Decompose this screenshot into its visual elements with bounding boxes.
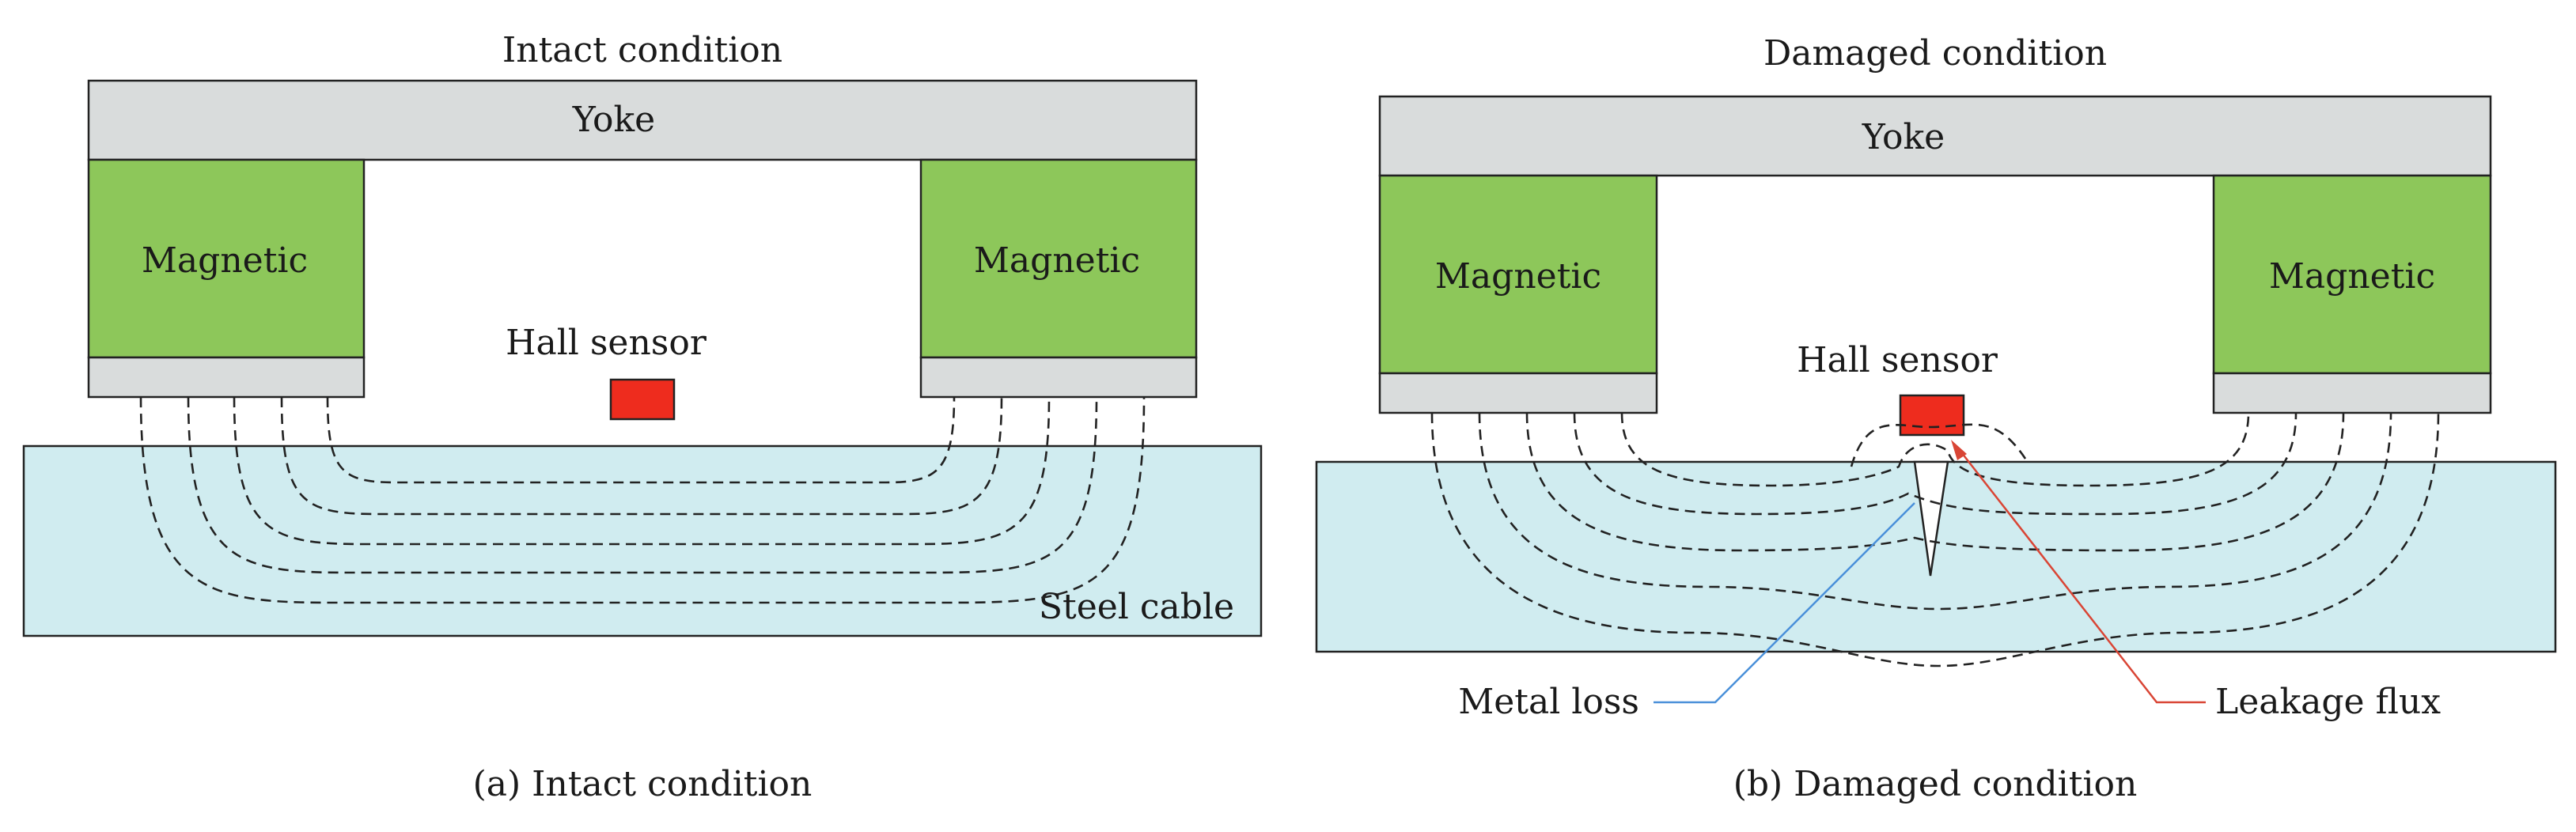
leakage-flux-label: Leakage flux xyxy=(2215,682,2441,722)
yoke-label: Yoke xyxy=(572,100,655,140)
magnet-right-label: Magnetic xyxy=(2269,256,2435,297)
hall-sensor xyxy=(1899,394,1965,437)
magnet-left-label: Magnetic xyxy=(142,240,308,281)
flux-line xyxy=(1478,412,2392,611)
magnet-right xyxy=(2212,174,2492,375)
metal-loss-crack xyxy=(1913,460,1949,577)
yoke-label: Yoke xyxy=(1862,117,1945,157)
magnet-left xyxy=(1378,174,1658,375)
yoke-block xyxy=(87,79,1198,161)
flux-line xyxy=(1573,412,2298,516)
panel-a-title: Intact condition xyxy=(502,30,782,70)
steel-cable xyxy=(22,444,1263,637)
panel-b-title: Damaged condition xyxy=(1763,33,2107,74)
flux-line xyxy=(280,396,1003,516)
metal-loss-label: Metal loss xyxy=(1458,682,1639,722)
magnet-left-label: Magnetic xyxy=(1435,256,1601,297)
steel-cable-label: Steel cable xyxy=(1039,587,1234,627)
flux-line xyxy=(326,396,956,484)
caption-b: (b) Damaged condition xyxy=(1733,764,2138,804)
leakage-flux-pointer xyxy=(1958,448,2206,704)
hall-sensor xyxy=(609,378,676,421)
hall-sensor-label: Hall sensor xyxy=(1797,340,1998,380)
flux-line xyxy=(1620,412,2250,487)
metal-loss-pointer xyxy=(1654,502,1915,704)
flux-lines-damaged xyxy=(1430,412,2440,667)
flux-line-leakage xyxy=(1850,423,2027,467)
yoke-block xyxy=(1378,95,2492,177)
caption-a: (a) Intact condition xyxy=(473,764,813,804)
flux-line xyxy=(1430,412,2440,667)
pole-right xyxy=(919,356,1198,399)
pole-left xyxy=(87,356,366,399)
hall-sensor-label: Hall sensor xyxy=(506,323,707,363)
magnet-right-label: Magnetic xyxy=(974,240,1140,281)
flux-line xyxy=(1525,412,2345,552)
pole-left xyxy=(1378,372,1658,414)
magnet-right xyxy=(919,158,1198,359)
pole-right xyxy=(2212,372,2492,414)
flux-lines-intact xyxy=(139,396,1146,604)
panel-damaged: Damaged condition Yoke Magnetic Magnetic… xyxy=(1315,33,2557,804)
flux-line xyxy=(139,396,1146,604)
magnet-left xyxy=(87,158,366,359)
panel-intact: Intact condition Yoke Magnetic Magnetic … xyxy=(22,30,1263,804)
leakage-arrowhead xyxy=(1951,440,1967,460)
flux-line xyxy=(187,396,1098,574)
